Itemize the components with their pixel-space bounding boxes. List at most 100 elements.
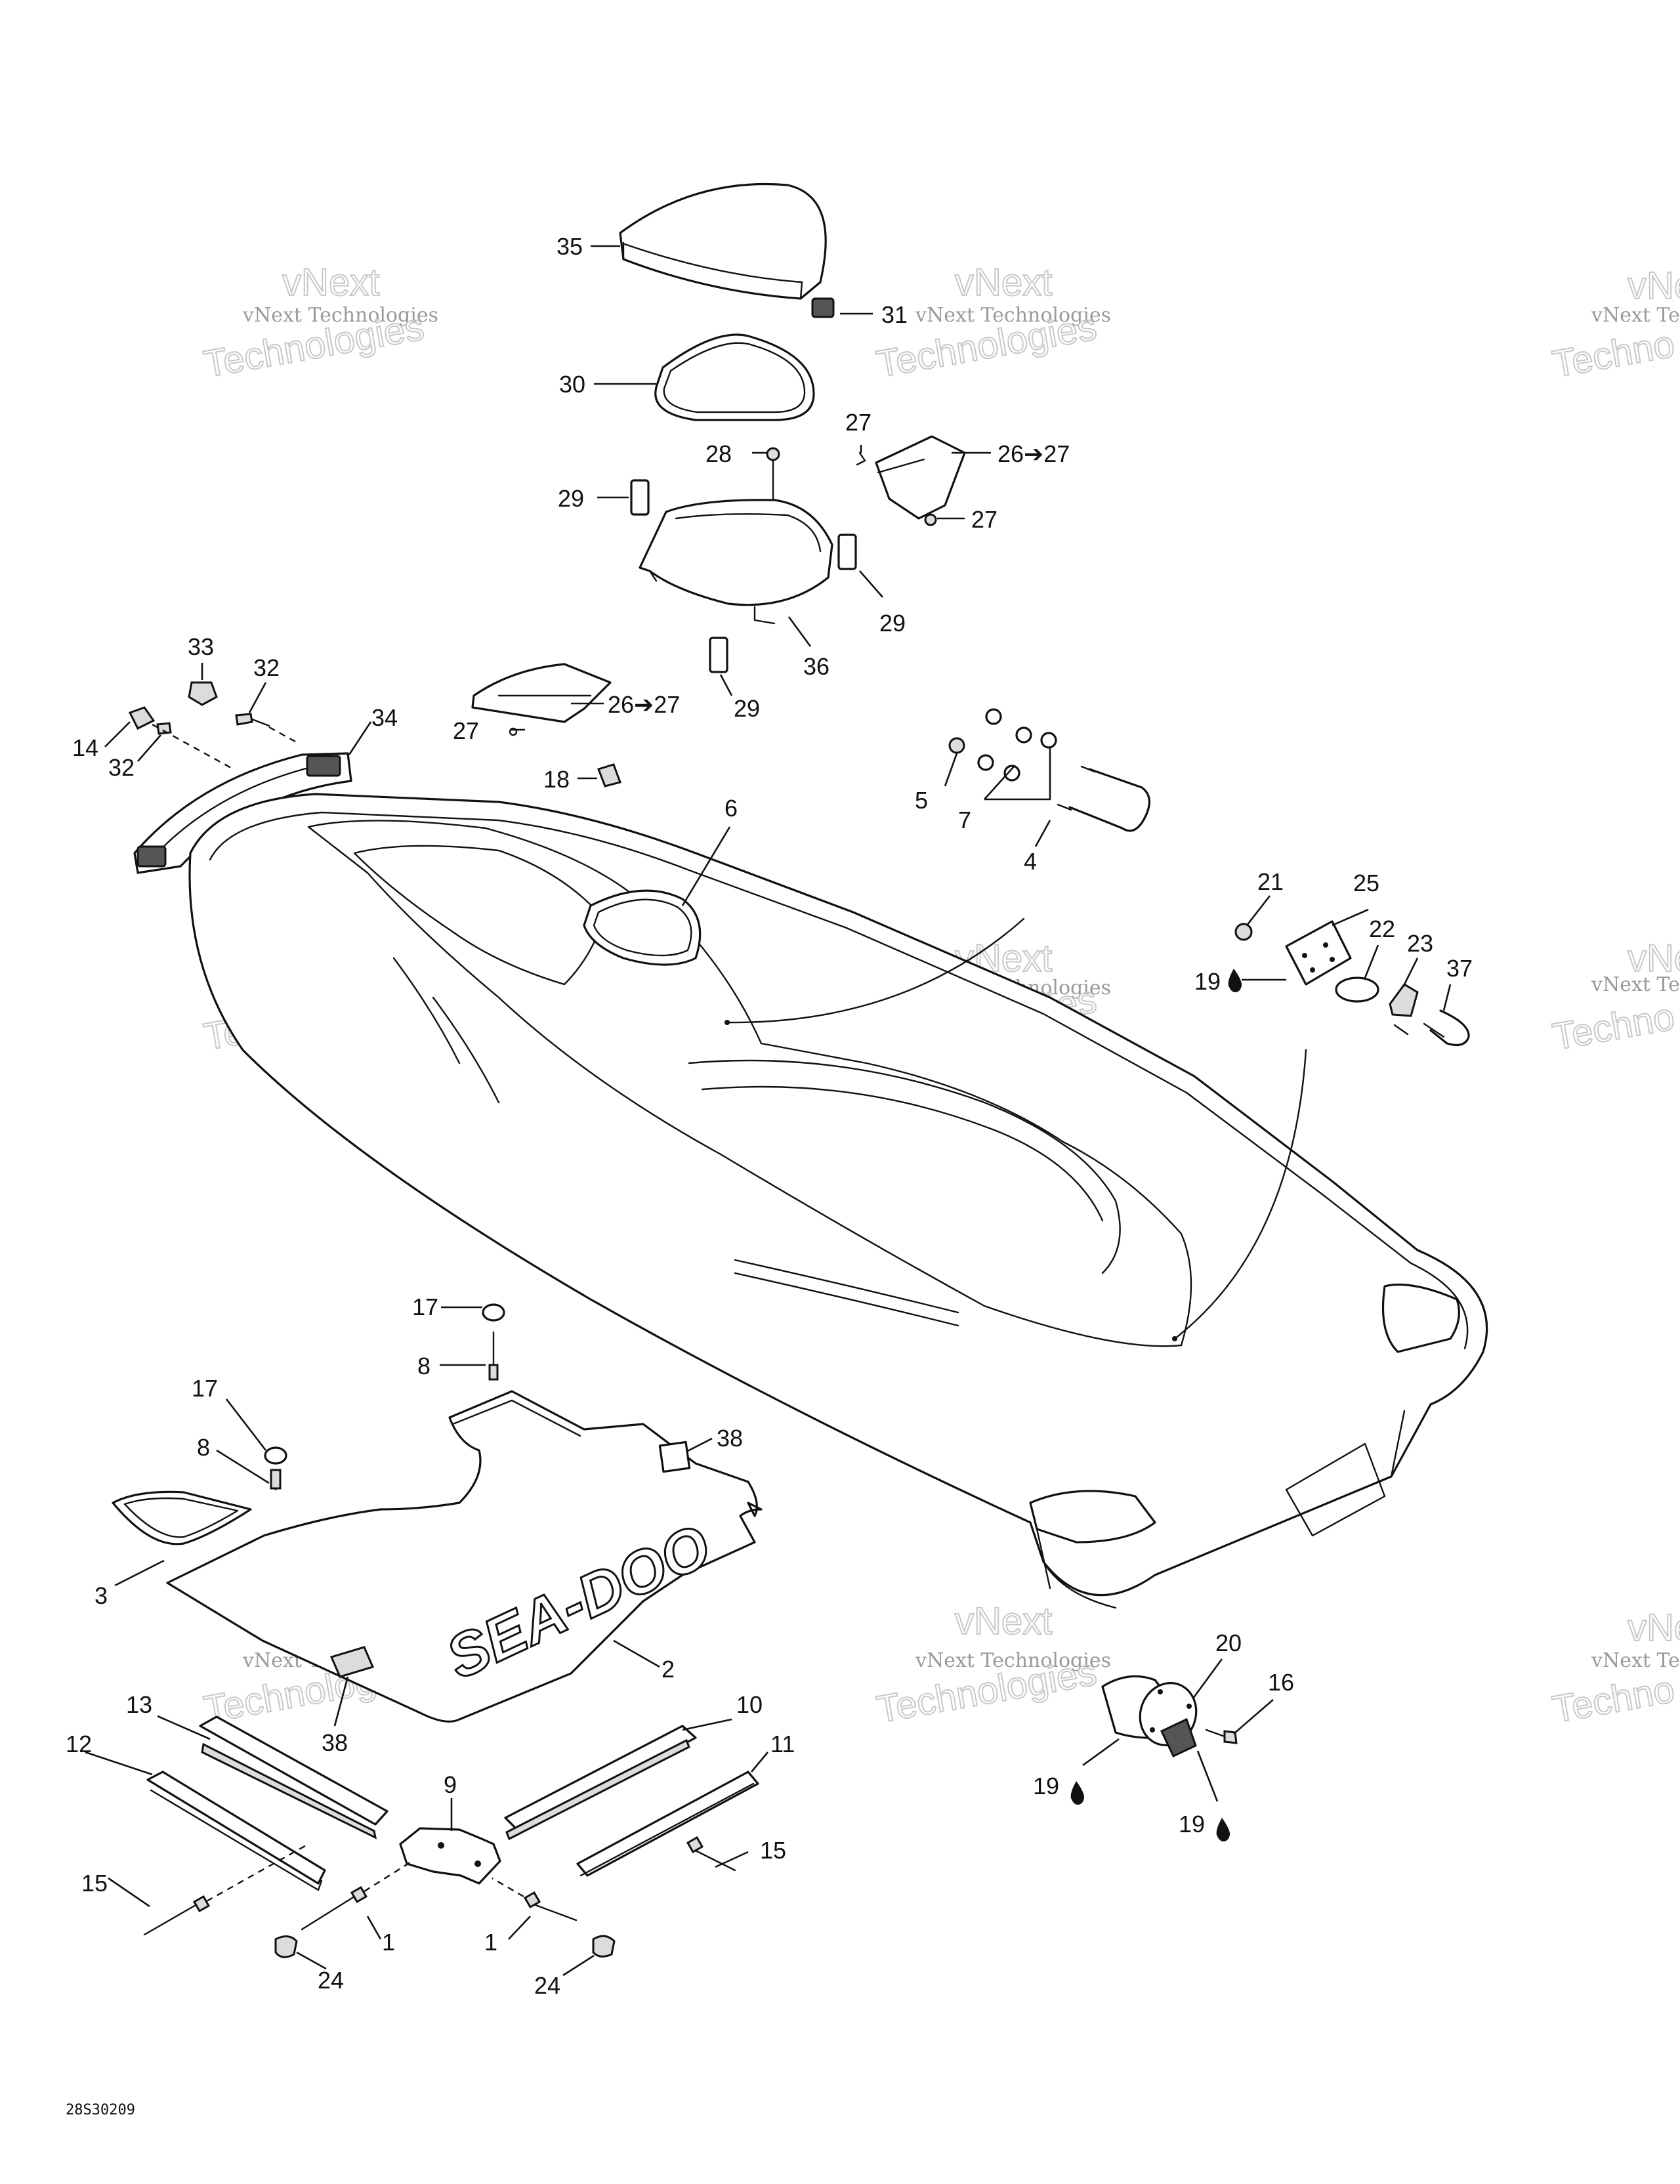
u-bolt [1068,768,1150,832]
hull-outline [188,793,1488,1597]
callout-16: 16 [1268,1669,1294,1696]
callout-8: 8 [197,1434,210,1461]
callout-18: 18 [543,766,570,793]
callout-14: 14 [72,734,98,761]
callout-17: 17 [412,1293,438,1320]
nut [188,681,218,706]
callouts: 35 31 30 27 26➔27 28 27 29 29 36 29 33 3… [66,233,1473,1999]
storage-bin [639,499,833,606]
cap [592,1935,616,1958]
footwell [1381,1283,1460,1353]
watermark-big: vNe [1628,937,1680,980]
corner-pad [399,1827,501,1885]
watermark-text: vNext Te [1591,973,1680,996]
callout-7: 7 [958,807,971,833]
rail-pad [504,1725,697,1832]
watermark-text: vNext Technologies [915,1649,1111,1672]
bracket [875,435,966,520]
callout-21: 21 [1257,868,1284,895]
tow-eye-assembly [1234,920,1470,1046]
callout-28: 28 [705,440,732,467]
washer [977,754,994,771]
callout-38: 38 [717,1425,743,1452]
callout-6: 6 [724,795,738,822]
watermark-big: Techno [1549,1668,1677,1731]
screw [143,1903,198,1936]
cap [482,1303,505,1322]
callout-12: 12 [66,1731,92,1757]
watermark-big: vNext [955,261,1052,304]
screw-head [686,1836,704,1854]
callout-3: 3 [94,1582,108,1609]
watermark-text: vNext Technologies [242,304,438,327]
drain-plug-assembly [1101,1675,1238,1757]
clip [128,706,156,730]
backing-plate [1285,920,1352,986]
glovebox-opening [583,889,702,966]
cap [264,1446,287,1465]
callout-2: 2 [662,1656,675,1683]
callout-15: 15 [760,1837,786,1864]
watermark-big: vNe [1628,264,1680,307]
callout-24: 24 [534,1972,560,1999]
drop-icons [1070,969,1242,1841]
main-mat [166,1390,763,1723]
callout-26-27: 26➔27 [998,440,1070,467]
callout-32: 32 [253,654,280,681]
screw-head [523,1891,541,1909]
callout-29: 29 [558,485,584,512]
drop-icon [1216,1818,1230,1841]
watermark-big: vNext [282,261,379,304]
nut [948,737,965,754]
callout-37: 37 [1446,955,1473,982]
watermark-big: Techno [1549,995,1677,1058]
callout-22: 22 [1369,915,1395,942]
nut [985,708,1002,725]
screw [509,727,518,736]
callout-4: 4 [1024,848,1037,875]
rivet [270,1469,282,1490]
watermark-text: vNext Te [1591,304,1680,327]
callout-36: 36 [803,653,830,680]
callout-30: 30 [559,371,585,398]
washer [1040,732,1057,749]
clip [709,637,728,673]
nut [1234,923,1253,941]
drain-plug [1160,1717,1197,1757]
cap [274,1935,298,1958]
watermark-text: vNext Technologies [915,304,1111,327]
bumper-grip [306,755,341,777]
rail-pad-strip [201,1742,377,1839]
callout-9: 9 [444,1771,457,1798]
callout-8: 8 [417,1353,430,1379]
leader-lines [85,245,1452,1977]
callout-23: 23 [1407,930,1433,957]
callout-19: 19 [1033,1773,1059,1799]
callout-27: 27 [971,506,998,533]
watermark-text: vNext Te [1591,1649,1680,1672]
callout-10: 10 [736,1691,763,1718]
screw [689,1847,736,1872]
seat-outline [307,820,1192,1347]
rail-pad-strip [505,1738,690,1841]
knob [766,447,780,461]
rail-pad [576,1771,759,1877]
footwell [1029,1490,1156,1544]
storage-lid-assembly [471,182,966,736]
screw-head [350,1885,368,1904]
washer [1015,726,1032,744]
callout-24: 24 [318,1967,344,1994]
gasket [1335,976,1379,1003]
callout-27: 27 [453,717,479,744]
callout-19: 19 [1194,968,1221,995]
callout-1: 1 [484,1929,497,1956]
hull-inner [209,811,1469,1350]
callout-31: 31 [881,301,908,328]
screw [529,1902,578,1922]
callout-32: 32 [108,754,135,781]
bumper-grip [136,845,167,868]
screw [856,452,866,466]
small-patch [329,1646,375,1678]
screw [156,722,172,735]
